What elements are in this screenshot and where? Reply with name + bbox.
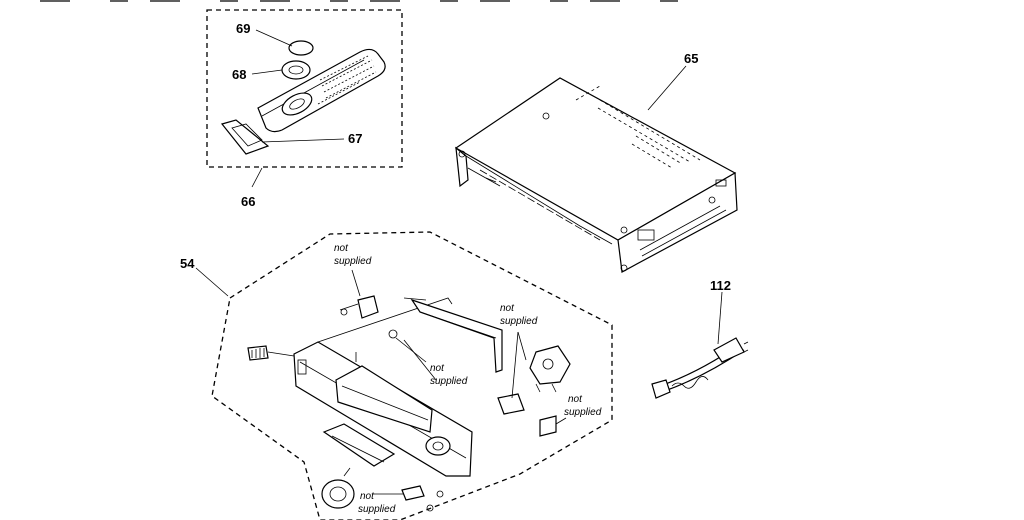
part-label-54: 54 (180, 256, 195, 271)
bracket (403, 297, 503, 373)
part-label-67: 67 (348, 131, 362, 146)
battery-cover (220, 119, 270, 155)
remote-dial (281, 92, 313, 116)
leader-note-3 (517, 331, 527, 361)
leader-112 (717, 291, 723, 345)
leader-note-4 (555, 417, 567, 425)
leader-note-3b (511, 331, 519, 399)
leader-note-2 (403, 339, 437, 381)
cover-hatching (575, 85, 701, 169)
note-supplied-2: supplied (430, 376, 468, 387)
part-label-68: 68 (232, 67, 246, 82)
disc-cap (288, 40, 314, 56)
remote-group-box (206, 9, 403, 168)
switch-cluster (529, 345, 571, 393)
part-label-65: 65 (684, 51, 698, 66)
note-not-1: not (334, 243, 349, 254)
leader-67 (261, 138, 345, 143)
leader-66 (251, 167, 263, 188)
note-supplied-4: supplied (564, 407, 602, 418)
leader-65 (647, 65, 687, 111)
remote-buttons (317, 55, 377, 105)
leader-68 (251, 69, 283, 75)
note-supplied-5: supplied (358, 504, 396, 515)
leader-69 (255, 29, 293, 47)
front-panel-group: 54 not supplied not supplied not supplie… (180, 231, 613, 520)
part-label-69: 69 (236, 21, 250, 36)
note-supplied-3: supplied (500, 316, 538, 327)
leader-54 (195, 267, 229, 297)
front-panel (293, 297, 473, 477)
ribbon-connector (247, 345, 295, 361)
note-not-2: not (430, 363, 445, 374)
remote-control-group: 69 68 67 66 (206, 9, 403, 209)
leader-note-1 (351, 269, 361, 297)
note-not-4: not (568, 394, 583, 405)
note-supplied-1: supplied (334, 256, 372, 267)
remote-control (257, 48, 386, 133)
clip-right (497, 393, 525, 415)
part-label-112: 112 (710, 278, 731, 293)
knob-ring (321, 467, 355, 509)
part-label-66: 66 (241, 194, 255, 209)
pin-center (388, 329, 427, 363)
washer (281, 60, 311, 80)
clip-top-left (339, 295, 379, 319)
note-not-5: not (360, 491, 375, 502)
screws (401, 485, 444, 512)
front-panel-group-outline (211, 231, 613, 520)
bracket-far-right (539, 415, 557, 437)
note-not-3: not (500, 303, 515, 314)
top-cover: 65 (454, 51, 738, 273)
power-cord: 112 (651, 278, 749, 399)
